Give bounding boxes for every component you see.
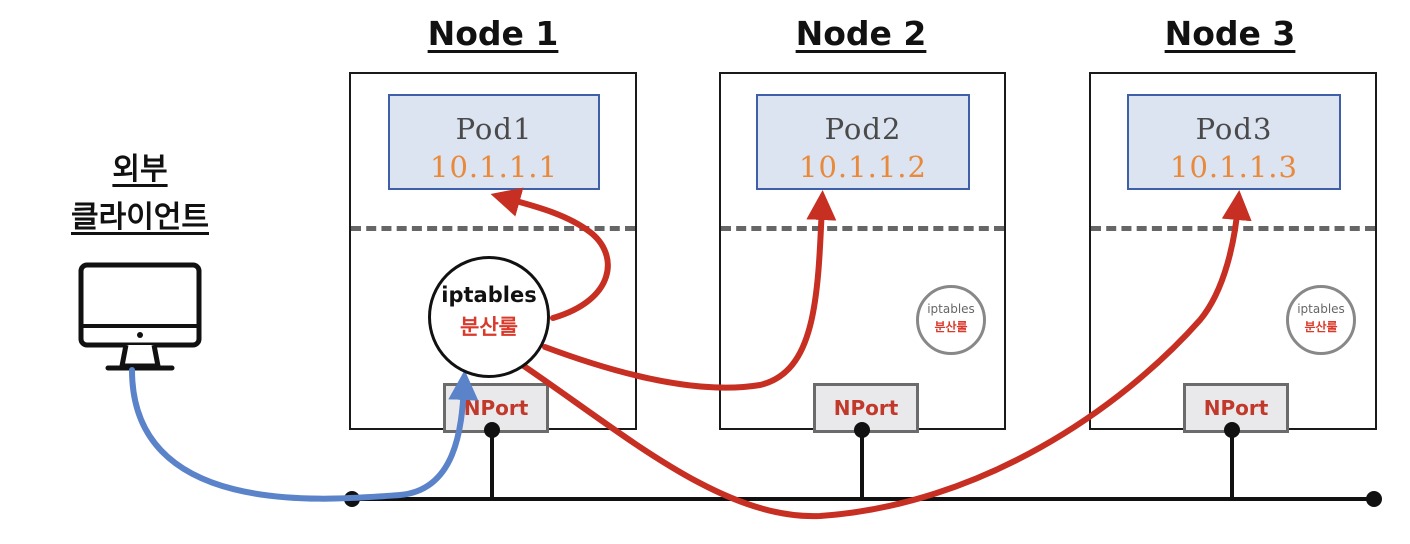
pod-1: Pod1 10.1.1.1	[388, 94, 600, 190]
client-label-line1: 외부	[112, 152, 168, 187]
route-to-pod3-arrow	[509, 190, 1252, 520]
route-to-pod1-arrow	[490, 187, 611, 321]
client-route-arrow	[129, 367, 479, 502]
iptables-node-2: iptables 분산룰	[916, 285, 986, 355]
pod-3: Pod3 10.1.1.3	[1127, 94, 1341, 190]
iptables-node-2-rule: 분산룰	[934, 320, 968, 334]
iptables-node-3: iptables 분산룰	[1286, 285, 1356, 355]
pod-3-name: Pod3	[1195, 112, 1273, 146]
node-1-divider	[351, 226, 635, 231]
monitor-icon	[78, 262, 202, 371]
iptables-node-3-label: iptables	[1297, 302, 1345, 316]
pod-1-ip: 10.1.1.1	[430, 150, 558, 184]
pod-2: Pod2 10.1.1.2	[756, 94, 970, 190]
client-label-line2: 클라이언트	[71, 200, 209, 235]
iptables-node-1: iptables 분산룰	[428, 256, 550, 378]
node-2-title: Node 2	[795, 14, 927, 53]
pod-1-name: Pod1	[455, 112, 533, 146]
iptables-node-1-label: iptables	[441, 283, 537, 307]
pod-2-ip: 10.1.1.2	[799, 150, 927, 184]
node-3-box: Pod3 10.1.1.3 NPort	[1089, 72, 1377, 433]
node-3-title: Node 3	[1164, 14, 1296, 53]
iptables-node-2-label: iptables	[927, 302, 975, 316]
pod-2-name: Pod2	[824, 112, 902, 146]
iptables-node-1-rule: 분산룰	[460, 315, 518, 339]
node-1-title: Node 1	[427, 14, 559, 53]
node-2-divider	[721, 226, 1004, 231]
iptables-node-3-rule: 분산룰	[1304, 320, 1338, 334]
bus-end-right	[1366, 491, 1382, 507]
pod-3-ip: 10.1.1.3	[1170, 150, 1298, 184]
route-to-pod2-arrow	[542, 190, 837, 391]
